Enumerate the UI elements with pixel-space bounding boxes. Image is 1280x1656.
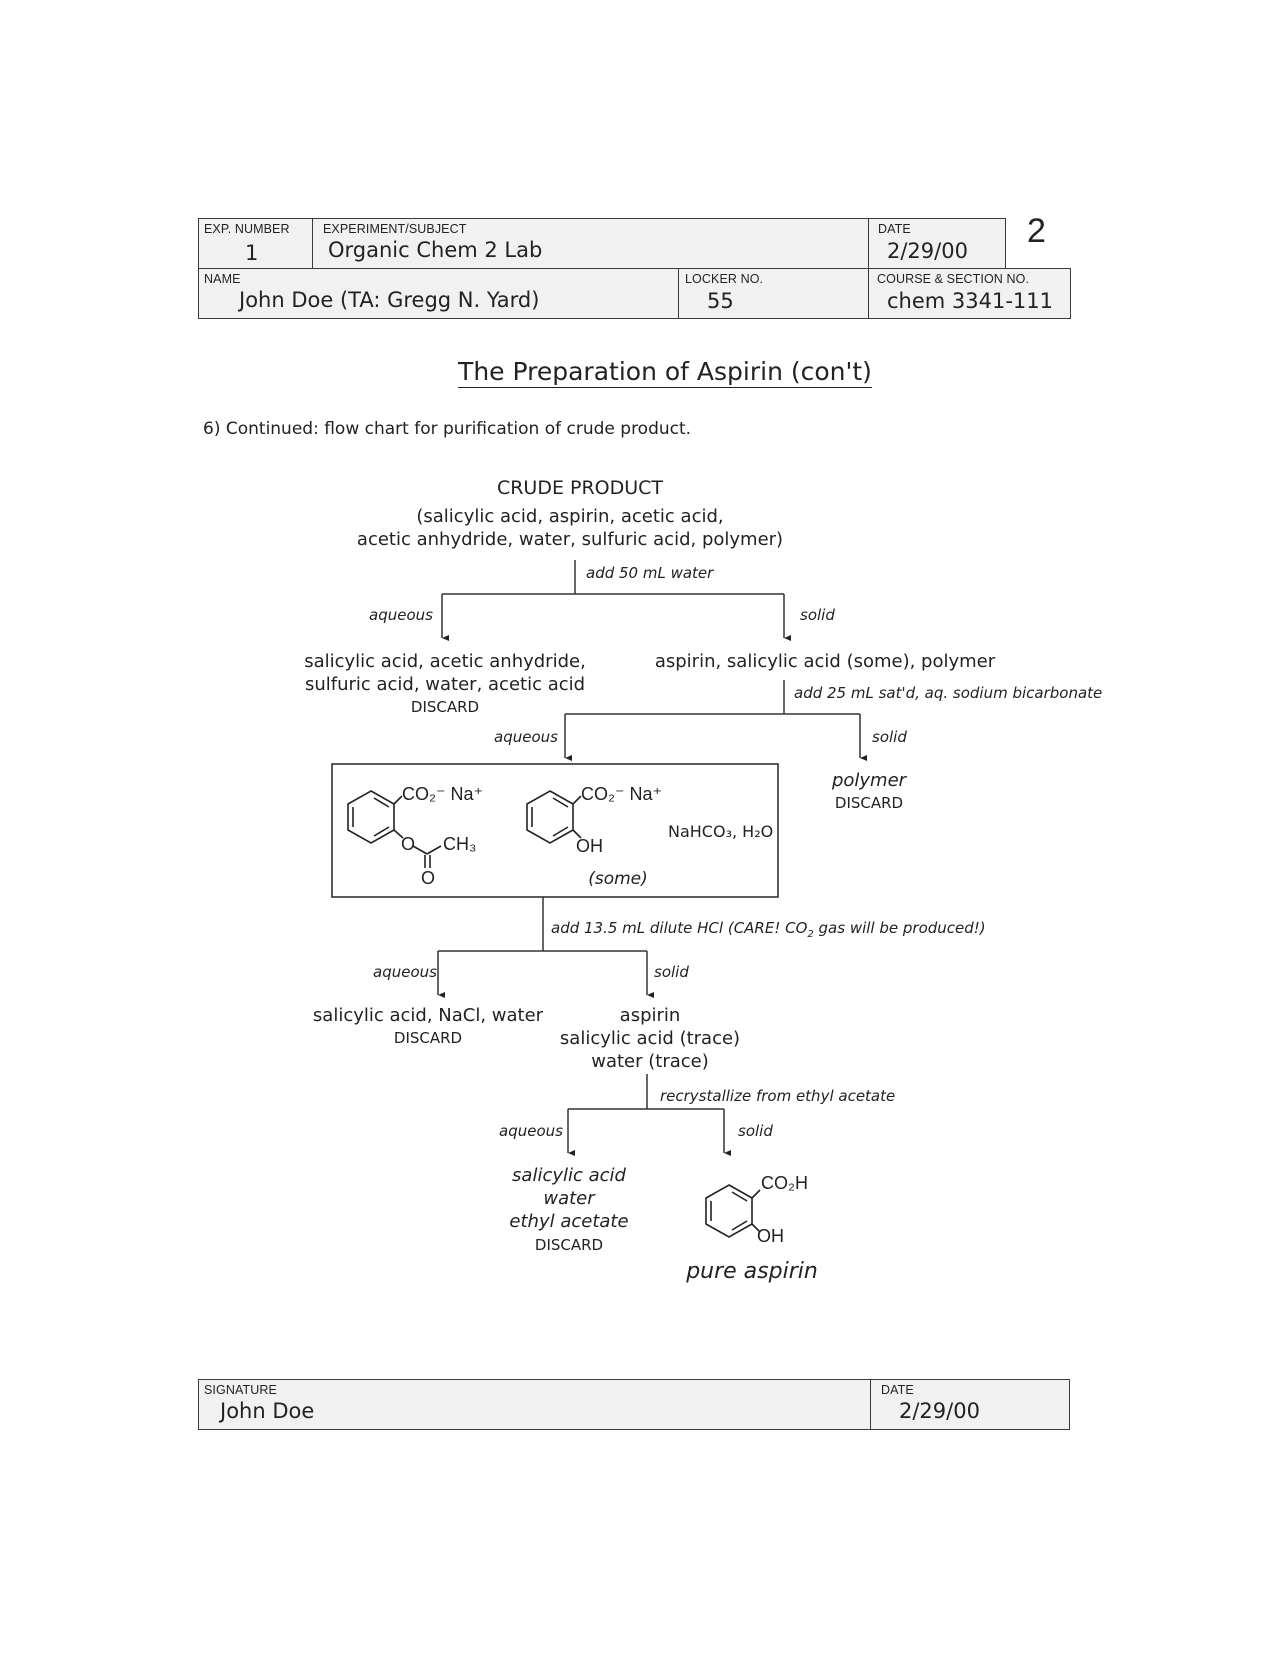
subject-cell: EXPERIMENT/SUBJECT Organic Chem 2 Lab <box>312 218 870 269</box>
solid3-line3: water (trace) <box>591 1051 709 1072</box>
signature-cell: SIGNATURE John Doe <box>198 1379 872 1430</box>
step3-label: add 13.5 mL dilute HCl (CARE! CO2 gas wi… <box>551 919 986 940</box>
crude-title: CRUDE PRODUCT <box>496 477 664 499</box>
step4-label: recrystallize from ethyl acetate <box>660 1087 896 1105</box>
salt-label-1: CO₂⁻ Na⁺ <box>402 784 483 804</box>
intro-text: 6) Continued: flow chart for purificatio… <box>203 419 692 439</box>
exp-number-cell: EXP. NUMBER 1 <box>198 218 314 269</box>
carbonyl-o: O <box>421 868 436 888</box>
course-cell: COURSE & SECTION NO. chem 3341-111 <box>868 268 1071 319</box>
footer-date-cell: DATE 2/29/00 <box>870 1379 1070 1430</box>
solid-label-2: solid <box>872 728 907 746</box>
co2h-label: CO₂H <box>761 1173 808 1193</box>
exp-number-value: 1 <box>245 241 259 265</box>
aqueous4-line1: salicylic acid <box>512 1165 626 1186</box>
signature-value: John Doe <box>220 1399 315 1423</box>
signature-label: SIGNATURE <box>204 1383 277 1397</box>
step3-part-b: gas will be produced!) <box>813 919 986 937</box>
ch3-label: CH₃ <box>443 834 477 854</box>
some-label: (some) <box>588 869 648 889</box>
oh-label-1: OH <box>576 836 603 856</box>
step3-subscript: 2 <box>807 929 814 940</box>
crude-line1: (salicylic acid, aspirin, acetic acid, <box>416 506 724 527</box>
polymer-text: polymer <box>831 770 907 791</box>
page-title: The Preparation of Aspirin (con't) <box>458 357 872 388</box>
locker-label: LOCKER NO. <box>685 272 764 286</box>
solid-label-3: solid <box>654 963 689 981</box>
course-value: chem 3341-111 <box>887 289 1054 313</box>
aqueous1-line1: salicylic acid, acetic anhydride, <box>304 651 586 672</box>
acetylsalicylate-structure <box>347 790 442 868</box>
oh-label-2: OH <box>757 1226 784 1246</box>
ester-o: O <box>401 834 416 854</box>
aqueous1-line2: sulfuric acid, water, acetic acid <box>304 674 586 695</box>
locker-cell: LOCKER NO. 55 <box>678 268 870 319</box>
date-label: DATE <box>878 222 911 236</box>
solid1-text: aspirin, salicylic acid (some), polymer <box>654 651 996 672</box>
step3-part-a: add 13.5 mL dilute HCl (CARE! CO <box>551 919 808 937</box>
subject-label: EXPERIMENT/SUBJECT <box>323 222 467 236</box>
salt-label-2: CO₂⁻ Na⁺ <box>581 784 662 804</box>
name-label: NAME <box>204 272 241 286</box>
step2-label: add 25 mL sat'd, aq. sodium bicarbonate <box>794 684 1103 702</box>
aqueous-label-2: aqueous <box>494 728 558 746</box>
discard-3: DISCARD <box>393 1029 463 1047</box>
discard-2: DISCARD <box>834 794 904 812</box>
solid-label-1: solid <box>800 606 835 624</box>
salicylate-structure <box>526 790 582 844</box>
date-value: 2/29/00 <box>887 239 968 263</box>
name-cell: NAME John Doe (TA: Gregg N. Yard) <box>198 268 680 319</box>
solid-label-4: solid <box>738 1122 773 1140</box>
page-number: 2 <box>1027 212 1046 250</box>
date-cell: DATE 2/29/00 <box>868 218 1006 269</box>
name-value: John Doe (TA: Gregg N. Yard) <box>239 288 540 312</box>
aqueous-label-1: aqueous <box>369 606 433 624</box>
discard-1: DISCARD <box>410 698 480 716</box>
footer-date-value: 2/29/00 <box>899 1399 980 1423</box>
aqueous-label-4: aqueous <box>499 1122 563 1140</box>
exp-number-label: EXP. NUMBER <box>204 222 290 236</box>
pure-aspirin-label: pure aspirin <box>686 1259 818 1284</box>
aqueous3-text: salicylic acid, NaCl, water <box>312 1005 544 1026</box>
subject-value: Organic Chem 2 Lab <box>328 238 543 262</box>
footer-date-label: DATE <box>881 1383 914 1397</box>
discard-4: DISCARD <box>534 1236 604 1254</box>
crude-line2: acetic anhydride, water, sulfuric acid, … <box>356 529 784 550</box>
solid3-line1: aspirin <box>619 1005 681 1026</box>
aqueous4-line3: ethyl acetate <box>509 1211 629 1232</box>
locker-value: 55 <box>707 289 734 313</box>
aqueous4-line2: water <box>543 1188 595 1209</box>
pure-aspirin-structure <box>705 1184 761 1238</box>
solid3-line2: salicylic acid (trace) <box>559 1028 741 1049</box>
step1-label: add 50 mL water <box>586 564 714 582</box>
aqueous-label-3: aqueous <box>373 963 437 981</box>
nahco3-label: NaHCO₃, H₂O <box>668 822 774 841</box>
course-label: COURSE & SECTION NO. <box>877 272 1030 286</box>
